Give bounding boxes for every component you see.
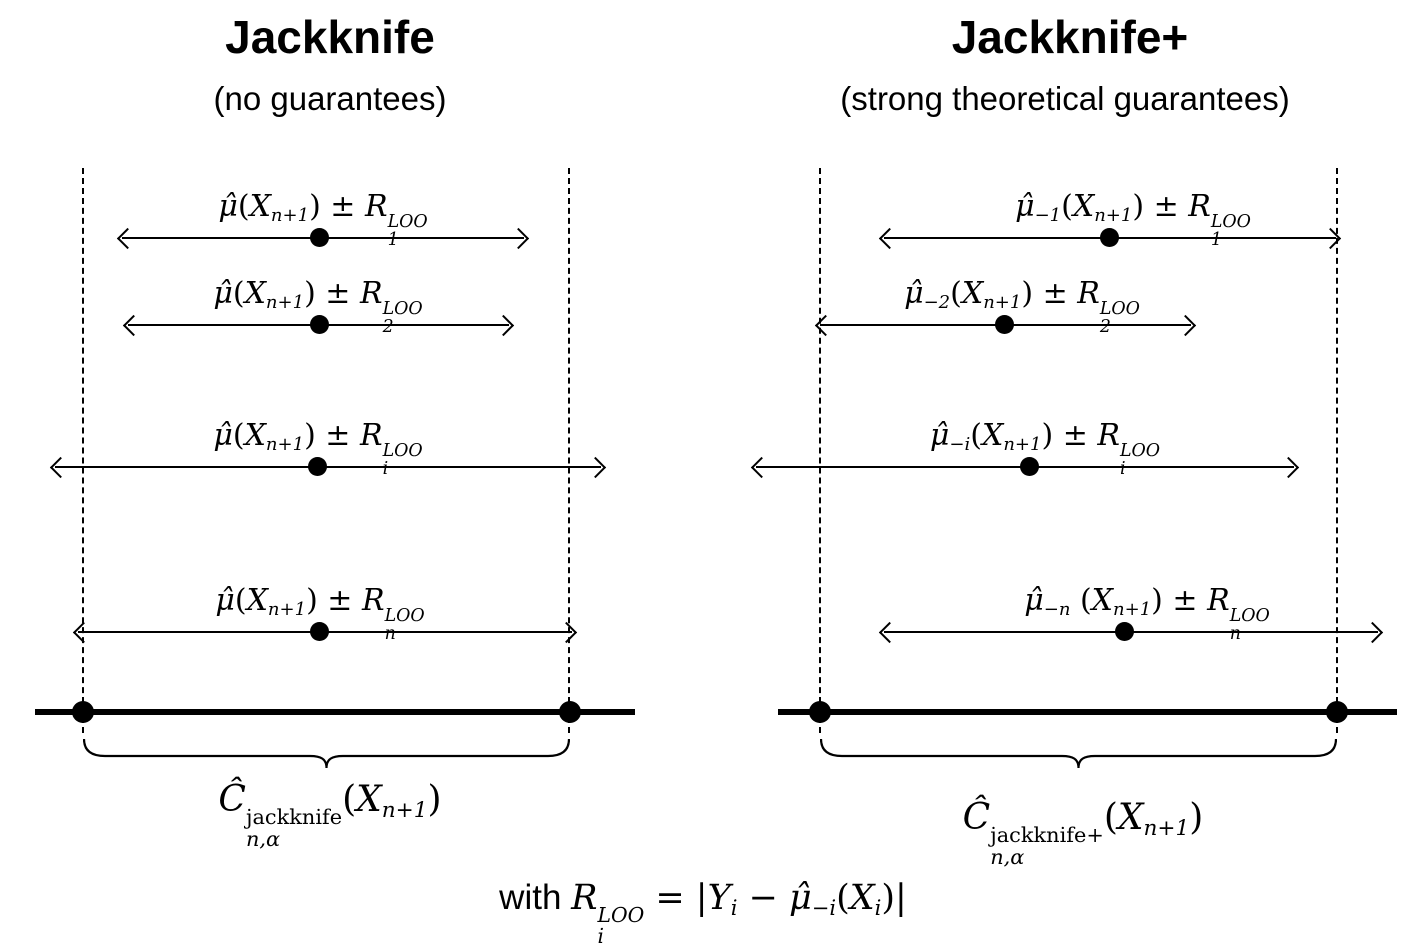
jackknifeplus-prediction-dot-2: [995, 315, 1014, 334]
jackknifeplus-subtitle: (strong theoretical guarantees): [840, 80, 1290, 117]
jackknife-interval-endpoint-left: [72, 701, 94, 723]
jackknifeplus-prediction-dot-i: [1020, 457, 1039, 476]
jackknifeplus-brace: [820, 738, 1337, 769]
jackknifeplus-title: Jackknife+: [951, 11, 1189, 63]
jackknifeplus-prediction-dot-n: [1115, 622, 1134, 641]
jackknife-title: Jackknife: [225, 11, 435, 63]
jackknife-prediction-dot-i: [308, 457, 327, 476]
jackknifeplus-prediction-dot-1: [1100, 228, 1119, 247]
jackknife-right-bound-dashed-line: [568, 168, 570, 733]
jackknife-number-line: [35, 709, 635, 715]
jackknifeplus-right-bound-dashed-line: [1336, 168, 1338, 733]
jackknife-brace: [83, 738, 570, 769]
jackknife-prediction-dot-n: [310, 622, 329, 641]
jackknifeplus-number-line: [778, 709, 1397, 715]
jackknifeplus-left-bound-dashed-line: [819, 168, 821, 733]
jackknife-subtitle: (no guarantees): [213, 80, 447, 117]
jackknifeplus-interval-endpoint-right: [1326, 701, 1348, 723]
jackknifeplus-interval-endpoint-left: [809, 701, 831, 723]
jackknife-prediction-dot-2: [310, 315, 329, 334]
jackknife-interval-endpoint-right: [559, 701, 581, 723]
jackknife-left-bound-dashed-line: [82, 168, 84, 733]
jackknife-prediction-dot-1: [310, 228, 329, 247]
jackknife-interval-arrow-i: [55, 466, 601, 468]
